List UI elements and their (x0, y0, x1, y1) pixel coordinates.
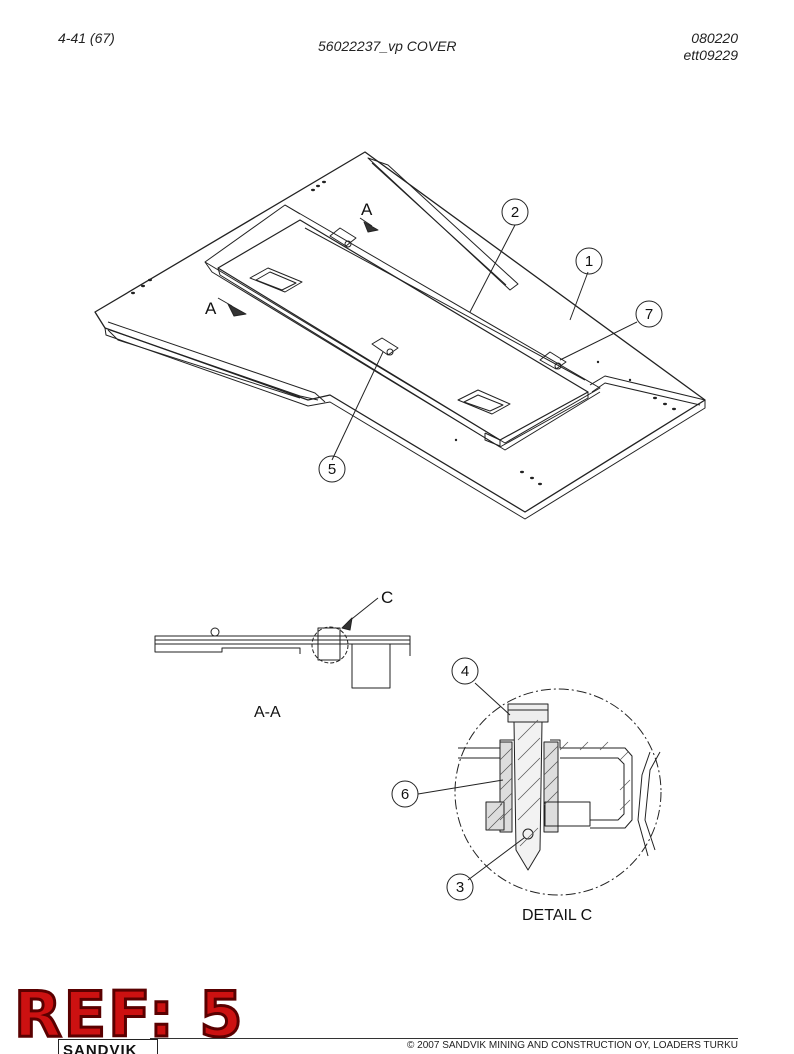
section-arrow-label-left: A (205, 299, 217, 318)
callout-circle-6 (391, 780, 419, 808)
callout-3: 3 (456, 879, 464, 896)
page-number: 4-41 (67) (58, 30, 115, 46)
detail-marker-label: C (381, 588, 393, 607)
callout-circle-4 (451, 657, 479, 685)
document-title: 56022237_vp COVER (318, 38, 457, 54)
callout-5: 5 (328, 461, 336, 478)
callout-7: 7 (645, 306, 653, 323)
callout-circle-2 (501, 198, 529, 226)
cover-isometric-view (94, 151, 706, 520)
detail-view-label: DETAIL C (522, 907, 592, 924)
section-view-label: A-A (254, 704, 281, 721)
callout-4: 4 (461, 663, 469, 680)
document-date: 080220 (691, 30, 738, 46)
logo-text: SANDVIK (63, 1042, 138, 1054)
callout-circle-3 (446, 873, 474, 901)
sandvik-logo: SANDVIK (58, 1039, 158, 1054)
ref-stamp: REF: 5 (13, 978, 245, 1051)
copyright-notice: © 2007 SANDVIK MINING AND CONSTRUCTION O… (407, 1040, 738, 1051)
callout-6: 6 (401, 786, 409, 803)
latch-top (329, 227, 357, 248)
callout-circle-5 (318, 455, 346, 483)
section-arrow-label-top: A (361, 200, 373, 219)
latch-right (539, 351, 567, 370)
callout-1: 1 (585, 253, 593, 270)
latch-middle (371, 337, 399, 356)
section-a-a-view (154, 597, 411, 689)
document-code: ett09229 (683, 47, 739, 63)
callout-circle-7 (635, 300, 663, 328)
callout-2: 2 (511, 204, 519, 221)
detail-c-view (417, 682, 662, 896)
footer-divider (150, 1038, 738, 1039)
callout-circle-1 (575, 247, 603, 275)
